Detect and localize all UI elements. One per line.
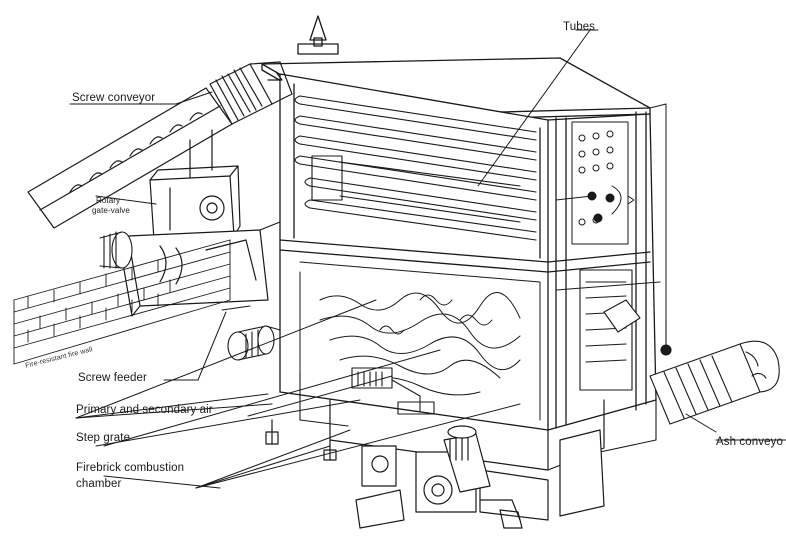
label-ash-conveyor: Ash conveyo — [716, 436, 783, 448]
leader-lines — [69, 29, 786, 489]
screw-conveyor — [27, 61, 293, 229]
label-firebrick-line1: Firebrick combustion — [76, 462, 185, 474]
brick-wall — [13, 239, 231, 365]
label-step-grate: Step grate — [76, 432, 131, 444]
feed-pipe — [119, 221, 281, 317]
wheel-handle-icon — [660, 344, 672, 356]
ash-conveyor — [599, 340, 780, 453]
label-screw-conveyor: Screw conveyor — [72, 92, 156, 104]
tube-plate — [555, 103, 667, 341]
lower-chamber — [579, 269, 672, 391]
label-rotary-valve-line1: Rotary — [96, 196, 121, 205]
combustion-chamber — [299, 261, 541, 421]
label-screw-feeder: Screw feeder — [78, 372, 147, 384]
exhaust-arrow-icon — [297, 15, 339, 55]
tube-bank — [294, 95, 537, 241]
label-rotary-valve-line2: gate-valve — [92, 206, 130, 215]
step-grate — [299, 367, 435, 427]
label-primary-secondary-air: Primary and secondary air — [76, 404, 213, 416]
motor-icon — [99, 231, 133, 269]
label-firebrick-line2: chamber — [76, 478, 122, 490]
base-drives — [265, 399, 605, 529]
screw-feeder-motor — [221, 305, 281, 361]
label-tubes: Tubes — [563, 21, 596, 33]
